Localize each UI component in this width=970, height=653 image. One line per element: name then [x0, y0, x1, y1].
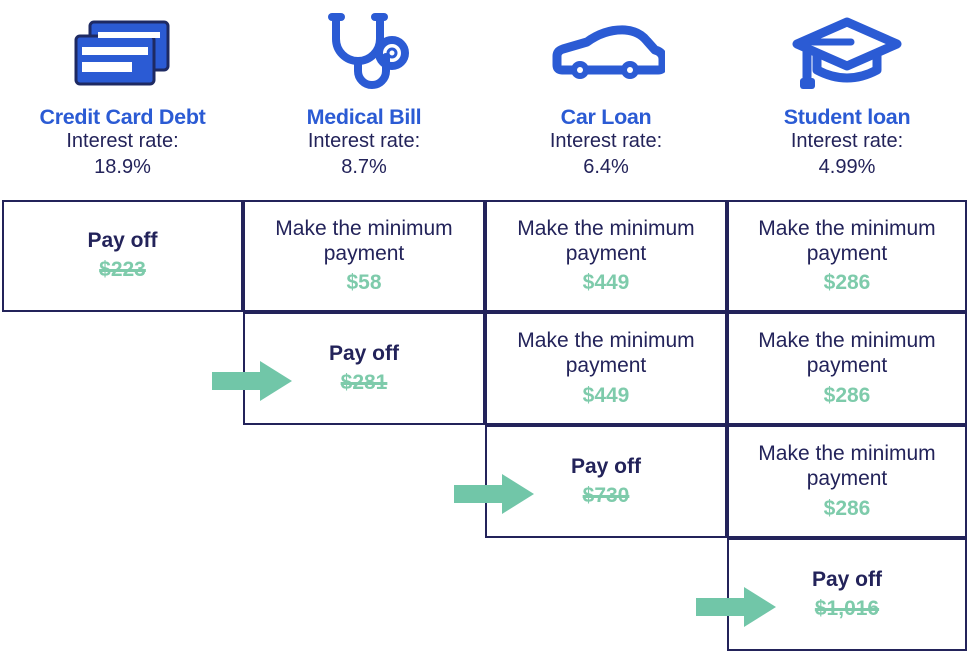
table-cell: Pay off $281	[243, 312, 485, 425]
debt-header-medical-bill: Medical Bill Interest rate: 8.7%	[243, 0, 485, 200]
table-cell: Make the minimum payment $58	[243, 200, 485, 312]
interest-rate-label: Interest rate:	[307, 130, 421, 153]
cell-amount-value: $286	[823, 383, 871, 407]
debt-title: Medical Bill	[306, 105, 422, 129]
table-cell: Pay off $223	[2, 200, 243, 312]
cell-amount-value: $58	[346, 271, 382, 295]
table-cell: Make the minimum payment $449	[485, 312, 727, 425]
interest-rate-label: Interest rate:	[66, 130, 179, 153]
table-cell: Make the minimum payment $286	[727, 312, 967, 425]
cell-action-label: Make the minimum payment	[275, 216, 453, 265]
interest-rate-label: Interest rate:	[790, 130, 904, 153]
cell-action-label: Make the minimum payment	[758, 329, 936, 378]
interest-rate-value: 6.4%	[583, 155, 629, 178]
debt-header-credit-card: Credit Card Debt Interest rate: 18.9%	[2, 0, 243, 200]
debt-header-car-loan: Car Loan Interest rate: 6.4%	[485, 0, 727, 200]
cell-amount-value: $286	[823, 496, 871, 520]
debt-headers: Credit Card Debt Interest rate: 18.9% Me…	[0, 0, 970, 200]
table-cell: Pay off $1,016	[727, 538, 967, 651]
cell-amount-value: $449	[582, 383, 630, 407]
car-icon	[547, 8, 665, 100]
credit-card-icon	[68, 8, 178, 100]
debt-title: Car Loan	[560, 105, 652, 129]
debt-title: Student loan	[783, 105, 911, 129]
cell-amount-value: $730	[582, 483, 630, 507]
stethoscope-icon	[314, 8, 414, 100]
table-cell: Pay off $730	[485, 425, 727, 538]
cell-amount-value: $286	[823, 271, 871, 295]
arrow-to-medical-bill-icon	[212, 361, 292, 406]
arrow-to-car-loan-icon	[454, 474, 534, 519]
interest-rate-value: 4.99%	[818, 155, 876, 178]
cell-amount-value: $1,016	[814, 596, 880, 620]
interest-rate-value: 8.7%	[341, 155, 387, 178]
cell-action-label: Make the minimum payment	[517, 329, 695, 378]
cell-action-label: Pay off	[570, 454, 641, 478]
cell-action-label: Make the minimum payment	[517, 216, 695, 265]
debt-header-student-loan: Student loan Interest rate: 4.99%	[727, 0, 967, 200]
cell-action-label: Make the minimum payment	[758, 216, 936, 265]
cell-action-label: Pay off	[87, 229, 158, 253]
arrow-to-student-loan-icon	[696, 587, 776, 632]
table-cell: Make the minimum payment $286	[727, 200, 967, 312]
table-cell: Make the minimum payment $449	[485, 200, 727, 312]
table-cell: Make the minimum payment $286	[727, 425, 967, 538]
cell-action-label: Pay off	[811, 567, 882, 591]
cell-amount-value: $223	[99, 258, 146, 282]
debt-title: Credit Card Debt	[39, 105, 206, 129]
interest-rate-value: 18.9%	[94, 155, 151, 178]
cell-action-label: Make the minimum payment	[758, 442, 936, 491]
graduation-cap-icon	[791, 8, 903, 100]
cell-amount-value: $281	[340, 370, 388, 394]
interest-rate-label: Interest rate:	[549, 130, 663, 153]
cell-action-label: Pay off	[328, 341, 399, 365]
cell-amount-value: $449	[582, 271, 630, 295]
